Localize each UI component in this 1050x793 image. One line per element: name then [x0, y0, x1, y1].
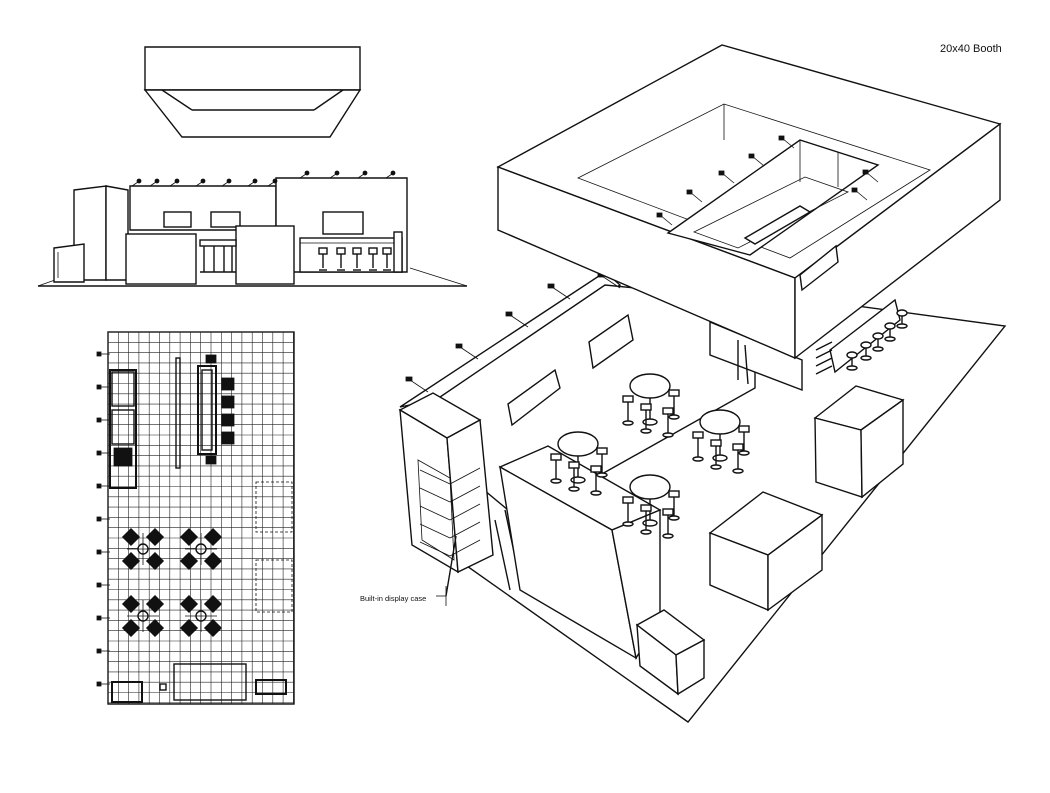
spot-light — [505, 311, 529, 328]
isometric-view — [398, 44, 1007, 723]
spot-light — [195, 181, 203, 187]
display-case-callout: Built-in display case — [360, 594, 427, 603]
spot-light — [221, 181, 229, 187]
cafe-table — [622, 373, 680, 438]
light-fixture — [96, 549, 102, 555]
table-with-chairs — [121, 594, 165, 638]
display-shelf — [419, 541, 451, 557]
spot-light — [169, 181, 177, 187]
bar-stool — [382, 247, 392, 271]
literature-rack — [815, 341, 833, 375]
display-shelf — [419, 523, 451, 539]
table-with-chairs — [179, 594, 223, 638]
spot-light — [329, 173, 337, 179]
bar-stool — [872, 332, 884, 352]
cafe-table — [550, 431, 608, 496]
spot-light — [357, 173, 365, 179]
table-with-chairs — [179, 527, 223, 571]
bar-stool — [368, 247, 378, 271]
header-spot-light — [686, 189, 703, 203]
spot-light — [455, 343, 479, 360]
cafe-table — [692, 409, 750, 474]
spot-light — [131, 181, 139, 187]
light-fixture — [96, 483, 102, 489]
light-fixture — [96, 615, 102, 621]
spot-light — [149, 181, 157, 187]
header-spot-light — [718, 170, 735, 184]
table-with-chairs — [121, 527, 165, 571]
light-fixture — [96, 582, 102, 588]
front-elevation-view — [37, 170, 468, 287]
display-shelf — [419, 487, 451, 503]
bar-stool — [896, 309, 908, 329]
hanging-sign-view — [143, 46, 362, 138]
bar-stool — [318, 247, 328, 271]
bar-stool — [884, 322, 896, 342]
light-fixture — [96, 384, 102, 390]
spot-light — [385, 173, 393, 179]
bar-stool — [860, 341, 872, 361]
header-spot-light — [748, 153, 765, 167]
light-fixture — [96, 516, 102, 522]
floor-plan-view — [96, 331, 295, 705]
cafe-table — [622, 474, 680, 539]
bar-stool — [336, 247, 346, 271]
spot-light — [405, 376, 429, 393]
spot-light — [267, 181, 275, 187]
light-fixture — [96, 417, 102, 423]
header-spot-light — [778, 135, 795, 149]
light-fixture — [96, 351, 102, 357]
header-spot-light — [862, 169, 879, 183]
light-fixture — [96, 681, 102, 687]
header-spot-light — [656, 212, 673, 226]
header-spot-light — [851, 187, 868, 201]
spot-light — [247, 181, 255, 187]
display-shelf — [419, 469, 451, 485]
bar-stool — [352, 247, 362, 271]
booth-title: 20x40 Booth — [940, 43, 1002, 55]
light-fixture — [96, 450, 102, 456]
spot-light — [299, 173, 307, 179]
light-fixture — [96, 648, 102, 654]
bar-stool — [846, 351, 858, 371]
display-shelf — [419, 505, 451, 521]
spot-light — [547, 283, 571, 300]
